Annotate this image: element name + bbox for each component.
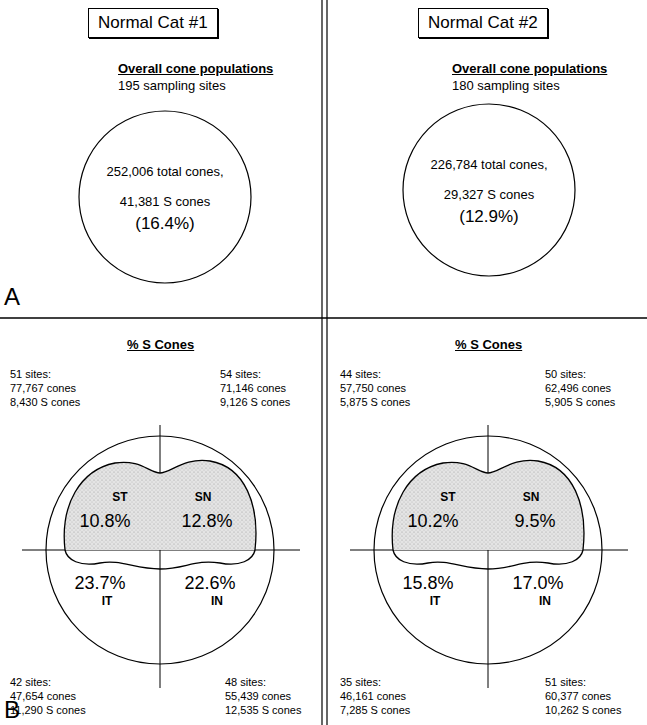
quadrant-name: IN [211,595,223,609]
quadrant-count: 54 sites: [220,368,261,381]
quadrant-name: IT [102,595,113,609]
sampling-note: 195 sampling sites [118,79,226,94]
quadrant-name: IT [430,595,441,609]
quadrant-name: SN [195,491,212,505]
quadrant-count: 51 sites: [10,368,51,381]
circle-count: (16.4%) [135,214,195,234]
subject-title-box: Normal Cat #2 [418,8,548,38]
quadrant-percent: 10.2% [407,511,458,532]
quadrant-count: 12,535 S cones [225,704,301,717]
circle-border [46,436,274,664]
retina-quadrant-circle: ST 10.8% SN 12.8% IT23.7% IN22.6% [45,435,275,665]
retina-outline [64,460,256,569]
circle-border [374,436,602,664]
quadrant-count: 42 sites: [10,676,51,689]
quadrant-count: 48 sites: [225,676,266,689]
quadrant-percent: 22.6% [184,573,235,594]
quadrant-count: 7,285 S cones [340,704,410,717]
population-circle: 252,006 total cones, 41,381 S cones (16.4%… [78,110,252,284]
panel-letter: A [4,283,20,311]
retina-stipple [64,460,256,550]
quadrant-percent: 17.0% [512,573,563,594]
quadrant-count: 9,126 S cones [220,396,290,409]
quadrant-percent: 12.8% [181,511,232,532]
section-heading: % S Cones [455,338,522,353]
quadrant-count: 51 sites: [545,676,586,689]
quadrant-count: 5,875 S cones [340,396,410,409]
subject-title: Normal Cat #1 [89,9,217,37]
quadrant-count: 71,146 cones [220,382,286,395]
circle-count: 226,784 total cones, [430,158,547,173]
quadrant-count: 57,750 cones [340,382,406,395]
quadrant-percent: 9.5% [514,511,555,532]
quadrant-name: IN [539,595,551,609]
panel-letter: B [4,696,20,724]
quadrant-count: 10,262 S cones [545,704,621,717]
population-circle: 226,784 total cones, 29,327 S cones (12.9%… [402,103,576,277]
quadrant-name: SN [523,491,540,505]
column-divider [326,0,327,725]
quadrant-count: 50 sites: [545,368,586,381]
sampling-note: 180 sampling sites [452,79,560,94]
quadrant-count: 77,767 cones [10,382,76,395]
quadrant-name: ST [112,491,127,505]
panel-divider [0,317,647,319]
column-divider [321,0,322,725]
subject-title: Normal Cat #2 [419,9,547,37]
circle-count: 252,006 total cones, [106,165,223,180]
circle-outline [373,435,603,665]
subject-title-box: Normal Cat #1 [88,8,218,38]
circle-count: 29,327 S cones [444,188,534,203]
quadrant-axis [160,425,161,688]
quadrant-percent: 15.8% [402,573,453,594]
quadrant-count: 5,905 S cones [545,396,615,409]
retina-stipple [392,460,584,550]
quadrant-axis [488,425,489,688]
circle-border [403,104,575,276]
retina-quadrant-circle: ST 10.2% SN 9.5% IT15.8% IN17.0% [373,435,603,665]
quadrant-name: ST [440,491,455,505]
circle-border [79,111,251,283]
quadrant-percent: 23.7% [74,573,125,594]
circle-outline [45,435,275,665]
quadrant-count: 60,377 cones [545,690,611,703]
circle-count: (12.9%) [459,207,519,227]
section-heading: Overall cone populations [118,62,273,77]
quadrant-count: 11,290 S cones [10,704,86,717]
quadrant-count: 35 sites: [340,676,381,689]
section-heading: % S Cones [127,338,194,353]
retina-outline [392,460,584,569]
quadrant-count: 62,496 cones [545,382,611,395]
quadrant-count: 46,161 cones [340,690,406,703]
section-heading: Overall cone populations [452,62,607,77]
quadrant-count: 44 sites: [340,368,381,381]
quadrant-count: 8,430 S cones [10,396,80,409]
quadrant-count: 55,439 cones [225,690,291,703]
circle-count: 41,381 S cones [120,195,210,210]
quadrant-percent: 10.8% [79,511,130,532]
